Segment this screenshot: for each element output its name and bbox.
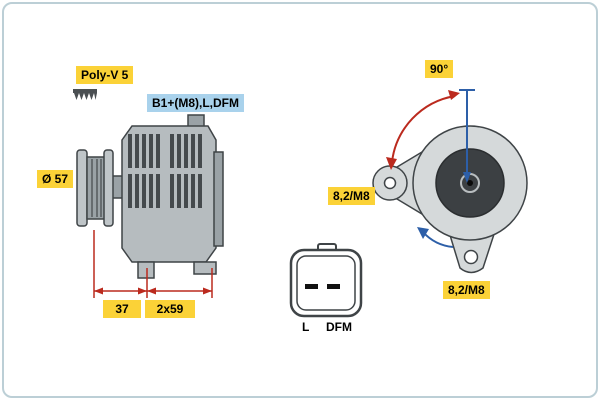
alternator-rear-view — [372, 125, 528, 274]
label-dim-37: 37 — [103, 300, 141, 318]
axis-line — [459, 89, 475, 183]
label-connector-dfm: DFM — [326, 320, 352, 334]
connector-pin-l — [305, 284, 318, 289]
label-connector-l: L — [302, 320, 310, 334]
label-terminal: B1+(M8),L,DFM — [147, 94, 244, 112]
ribbed-belt-icon — [73, 89, 97, 100]
dimension-lines — [93, 230, 213, 298]
label-hole-bottom: 8,2/M8 — [443, 281, 490, 299]
angle-arrow — [386, 90, 460, 170]
alternator-side-view — [76, 114, 224, 279]
label-dim-2x59: 2x59 — [145, 300, 195, 318]
connector-pin-dfm — [327, 284, 340, 289]
label-angle: 90° — [425, 60, 454, 78]
label-diameter: Ø 57 — [37, 170, 74, 188]
cooling-fins — [128, 134, 202, 208]
label-poly-v: Poly-V 5 — [76, 66, 134, 84]
label-hole-left: 8,2/M8 — [328, 187, 375, 205]
connector-view — [289, 243, 363, 318]
rotation-arrow — [417, 227, 454, 248]
